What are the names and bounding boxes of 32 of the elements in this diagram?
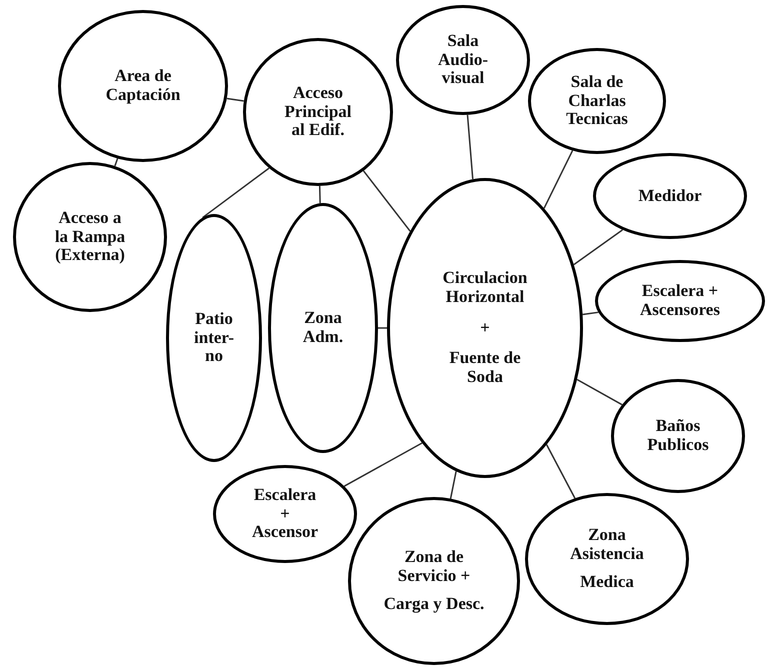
space-label: Area de Captación xyxy=(104,67,182,105)
space-label: Zona de Servicio + xyxy=(396,548,472,586)
space-label: Carga y Desc. xyxy=(384,595,484,614)
space-label: Ascensor xyxy=(252,523,318,542)
space-label: Sala Audio- visual xyxy=(436,32,490,88)
space-label: Circulacion Horizontal xyxy=(442,269,528,307)
connector-line xyxy=(576,378,622,406)
connector-line xyxy=(362,170,411,232)
connector-line xyxy=(114,158,118,166)
space-label: Patio inter- no xyxy=(193,310,235,366)
space-label: Zona Adm. xyxy=(302,309,344,347)
space-label: Zona Asistencia xyxy=(569,526,645,564)
space-label: Fuente de Soda xyxy=(448,349,522,387)
connector-line xyxy=(318,186,321,204)
space-label: Escalera xyxy=(254,486,316,505)
connector-line xyxy=(344,442,422,487)
connector-line xyxy=(226,98,244,102)
space-label: Medica xyxy=(580,573,634,592)
space-label: + xyxy=(280,504,290,524)
connector-line xyxy=(582,312,598,316)
connector-line xyxy=(543,150,574,209)
space-label: Escalera + Ascensores xyxy=(639,282,721,320)
space-label: Sala de Charlas Tecnicas xyxy=(565,72,629,130)
connector-line xyxy=(466,114,474,180)
connector-line xyxy=(378,327,387,329)
space-label: + xyxy=(480,318,490,338)
connector-line xyxy=(450,471,457,499)
connector-line xyxy=(573,229,623,266)
space-label: Baños Publicos xyxy=(646,417,710,455)
space-label: Medidor xyxy=(638,186,702,206)
space-label: Acceso a la Rampa (Externa) xyxy=(54,208,126,266)
space-label: Acceso Principal al Edif. xyxy=(283,84,353,140)
